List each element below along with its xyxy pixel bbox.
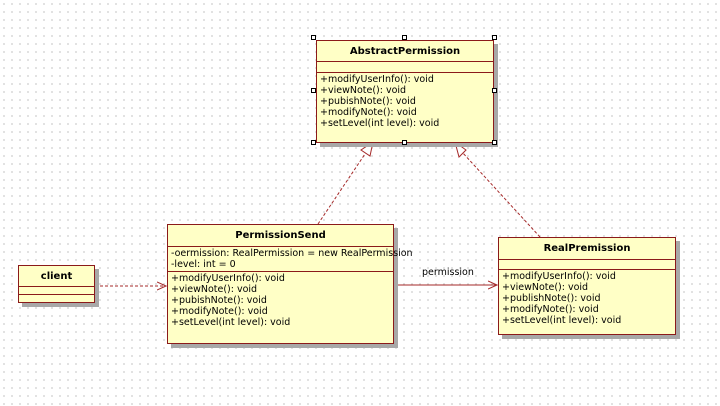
method: +setLevel(int level): void — [502, 315, 622, 326]
method: +modifyNote(): void — [320, 107, 417, 118]
class-name: AbstractPermission — [317, 41, 493, 62]
method: +setLevel(int level): void — [320, 118, 440, 129]
method: +modifyUserInfo(): void — [502, 271, 616, 282]
realization-permissionsend-to-abstract[interactable] — [317, 147, 370, 225]
attributes-section — [499, 260, 675, 270]
resize-handle-n[interactable] — [402, 35, 407, 40]
method: +viewNote(): void — [320, 85, 407, 96]
class-abstract-permission[interactable]: AbstractPermission +modifyUserInfo(): vo… — [316, 40, 494, 143]
method: +viewNote(): void — [502, 282, 589, 293]
method: +viewNote(): void — [171, 284, 258, 295]
class-real-premission[interactable]: RealPremission +modifyUserInfo(): void +… — [498, 237, 676, 335]
resize-handle-se[interactable] — [492, 140, 497, 145]
class-name: RealPremission — [499, 238, 675, 260]
attributes-section — [317, 62, 493, 73]
resize-handle-s[interactable] — [402, 140, 407, 145]
resize-handle-nw[interactable] — [311, 35, 316, 40]
method: +pubishNote(): void — [320, 96, 416, 107]
attribute: -level: int = 0 — [171, 259, 236, 270]
methods-section: +modifyUserInfo(): void +viewNote(): voi… — [168, 272, 393, 329]
method: +pubishNote(): void — [171, 295, 267, 306]
methods-section: +modifyUserInfo(): void +viewNote(): voi… — [317, 73, 493, 130]
resize-handle-sw[interactable] — [311, 140, 316, 145]
association-label: permission — [422, 267, 474, 278]
methods-section: +modifyUserInfo(): void +viewNote(): voi… — [499, 270, 675, 327]
attributes-section: -oermission: RealPermission = new RealPe… — [168, 247, 413, 272]
method: +publishNote(): void — [502, 293, 601, 304]
attribute: -oermission: RealPermission = new RealPe… — [171, 248, 413, 259]
method: +modifyUserInfo(): void — [320, 74, 434, 85]
realization-realpremission-to-abstract[interactable] — [461, 151, 541, 238]
realization-arrowhead-right — [454, 140, 467, 158]
class-permission-send[interactable]: PermissionSend -oermission: RealPermissi… — [167, 224, 413, 344]
class-name: client — [19, 266, 94, 287]
method: +modifyNote(): void — [171, 306, 268, 317]
resize-handle-e[interactable] — [492, 88, 497, 93]
attributes-section — [19, 287, 94, 295]
method: +modifyNote(): void — [502, 304, 599, 315]
resize-handle-ne[interactable] — [492, 35, 497, 40]
resize-handle-w[interactable] — [311, 88, 316, 93]
class-client[interactable]: client — [18, 265, 95, 303]
method: +modifyUserInfo(): void — [171, 273, 285, 284]
realization-arrowhead-left — [360, 140, 374, 157]
methods-section — [19, 295, 94, 303]
class-name: PermissionSend — [168, 225, 393, 247]
method: +setLevel(int level): void — [171, 317, 291, 328]
